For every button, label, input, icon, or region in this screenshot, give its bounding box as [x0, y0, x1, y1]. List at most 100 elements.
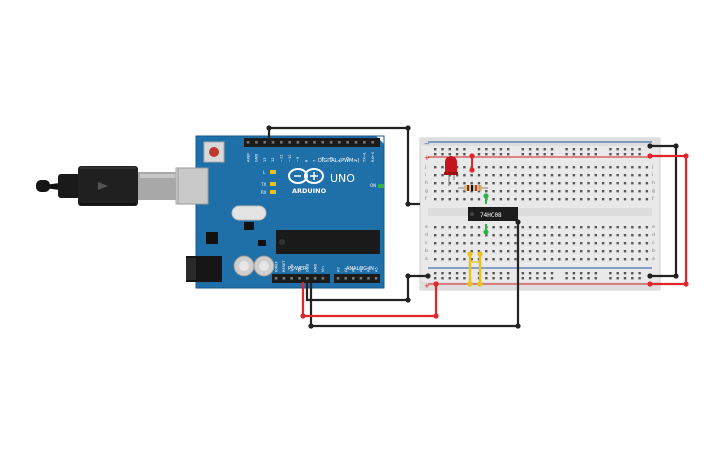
header-pin[interactable] — [338, 141, 341, 144]
header-pin[interactable] — [352, 277, 355, 280]
red-led[interactable] — [444, 156, 458, 186]
header-pin[interactable] — [306, 277, 309, 280]
header-pin[interactable] — [288, 141, 291, 144]
pin-label: GND — [306, 264, 310, 272]
wire-endpoint[interactable] — [467, 281, 473, 287]
pin-label: Vin — [321, 266, 325, 272]
wire-endpoint[interactable] — [673, 143, 679, 149]
wire-endpoint[interactable] — [433, 313, 439, 319]
wire-endpoint[interactable] — [433, 281, 439, 287]
row-letter: b — [652, 248, 655, 254]
wire-junctions — [266, 125, 689, 329]
wire-endpoint[interactable] — [683, 153, 689, 159]
header-pin[interactable] — [282, 277, 286, 280]
wire-endpoint[interactable] — [266, 125, 272, 131]
model-label: UNO — [330, 172, 355, 185]
header-pin[interactable] — [313, 141, 316, 144]
led-label-rx: RX — [261, 190, 267, 195]
led-label-tx: TX — [260, 182, 266, 187]
wire-rail-gnd-right[interactable] — [650, 144, 678, 278]
header-pin[interactable] — [255, 141, 258, 144]
wire-endpoint[interactable] — [647, 143, 653, 149]
header-pin[interactable] — [246, 141, 250, 144]
wire-endpoint[interactable] — [647, 281, 653, 287]
header-pin[interactable] — [371, 141, 374, 144]
header-pin[interactable] — [321, 277, 325, 280]
header-pin[interactable] — [296, 141, 300, 144]
header-pin[interactable] — [344, 277, 347, 280]
pin-label: ~9 — [296, 156, 300, 162]
header-pin[interactable] — [280, 141, 283, 144]
wire-rail-plus-right[interactable] — [650, 154, 688, 286]
header-pin[interactable] — [290, 277, 293, 280]
rail-plus-label-bottom: + — [424, 282, 430, 290]
row-letter: e — [425, 225, 428, 230]
row-letter: c — [425, 241, 428, 246]
wire-endpoint[interactable] — [515, 219, 521, 225]
pin-label: 7 — [313, 160, 317, 162]
wire-endpoint[interactable] — [683, 281, 689, 287]
row-letter: h — [425, 180, 428, 186]
header-pin[interactable] — [298, 277, 301, 280]
wire-endpoint[interactable] — [467, 251, 473, 257]
pin-label: ~3 — [346, 157, 350, 162]
wire-endpoint[interactable] — [469, 153, 475, 159]
digital-header — [244, 138, 380, 147]
wire-endpoint[interactable] — [483, 193, 489, 199]
wire-endpoint[interactable] — [647, 273, 653, 279]
chip-74hc08[interactable]: 74HC08 — [468, 207, 518, 221]
wire-endpoint[interactable] — [515, 323, 521, 329]
header-pin[interactable] — [329, 141, 333, 144]
wire-gnd-chip[interactable] — [309, 222, 520, 328]
digital-label: DIGITAL (PWM~) — [318, 158, 360, 164]
wire-endpoint[interactable] — [647, 153, 653, 159]
header-pin[interactable] — [321, 141, 325, 144]
row-letter: g — [425, 189, 428, 194]
header-pin[interactable] — [271, 141, 275, 144]
wire-endpoint[interactable] — [405, 201, 411, 207]
resistor[interactable] — [458, 185, 488, 191]
row-letter: c — [652, 241, 655, 246]
header-pin[interactable] — [336, 277, 340, 280]
brand-label: ARDUINO — [292, 187, 327, 195]
power-header — [272, 274, 330, 283]
row-letter: f — [652, 196, 654, 202]
center-channel — [428, 208, 652, 216]
pin-label: 4 — [338, 159, 342, 162]
wire-endpoint[interactable] — [405, 273, 411, 279]
arduino-uno-board[interactable]: ARDUINO UNO DIGITAL (PWM~) POWER ANALOG … — [177, 135, 385, 289]
pin-label: A5 — [374, 267, 378, 272]
header-pin[interactable] — [374, 277, 378, 280]
wire-endpoint[interactable] — [405, 125, 411, 131]
header-pin[interactable] — [274, 277, 278, 280]
header-pin[interactable] — [363, 141, 366, 144]
wire-endpoint[interactable] — [469, 167, 475, 173]
wire-endpoint[interactable] — [300, 313, 306, 319]
pin-label: RESET — [282, 260, 286, 272]
breadboard-holes — [434, 148, 649, 280]
row-letter: i — [652, 172, 653, 178]
wire-endpoint[interactable] — [308, 323, 314, 329]
wire-5v[interactable] — [301, 282, 438, 318]
header-pin[interactable] — [263, 141, 266, 144]
wire-endpoint[interactable] — [405, 297, 411, 303]
wire-endpoint[interactable] — [673, 273, 679, 279]
header-pin[interactable] — [359, 277, 363, 280]
wire-endpoint[interactable] — [483, 229, 489, 235]
wire-endpoint[interactable] — [477, 281, 483, 287]
wire-endpoint[interactable] — [477, 251, 483, 257]
header-pin[interactable] — [367, 277, 370, 280]
pin-label: 8 — [304, 159, 308, 162]
usb-jack — [177, 167, 209, 205]
header-pin[interactable] — [313, 277, 317, 280]
header-pin[interactable] — [304, 141, 308, 144]
wire-endpoint[interactable] — [425, 273, 431, 279]
header-pin[interactable] — [354, 141, 358, 144]
header-pin[interactable] — [346, 141, 349, 144]
pin-label: IOREF — [274, 261, 278, 272]
arduino-logo — [288, 168, 324, 184]
